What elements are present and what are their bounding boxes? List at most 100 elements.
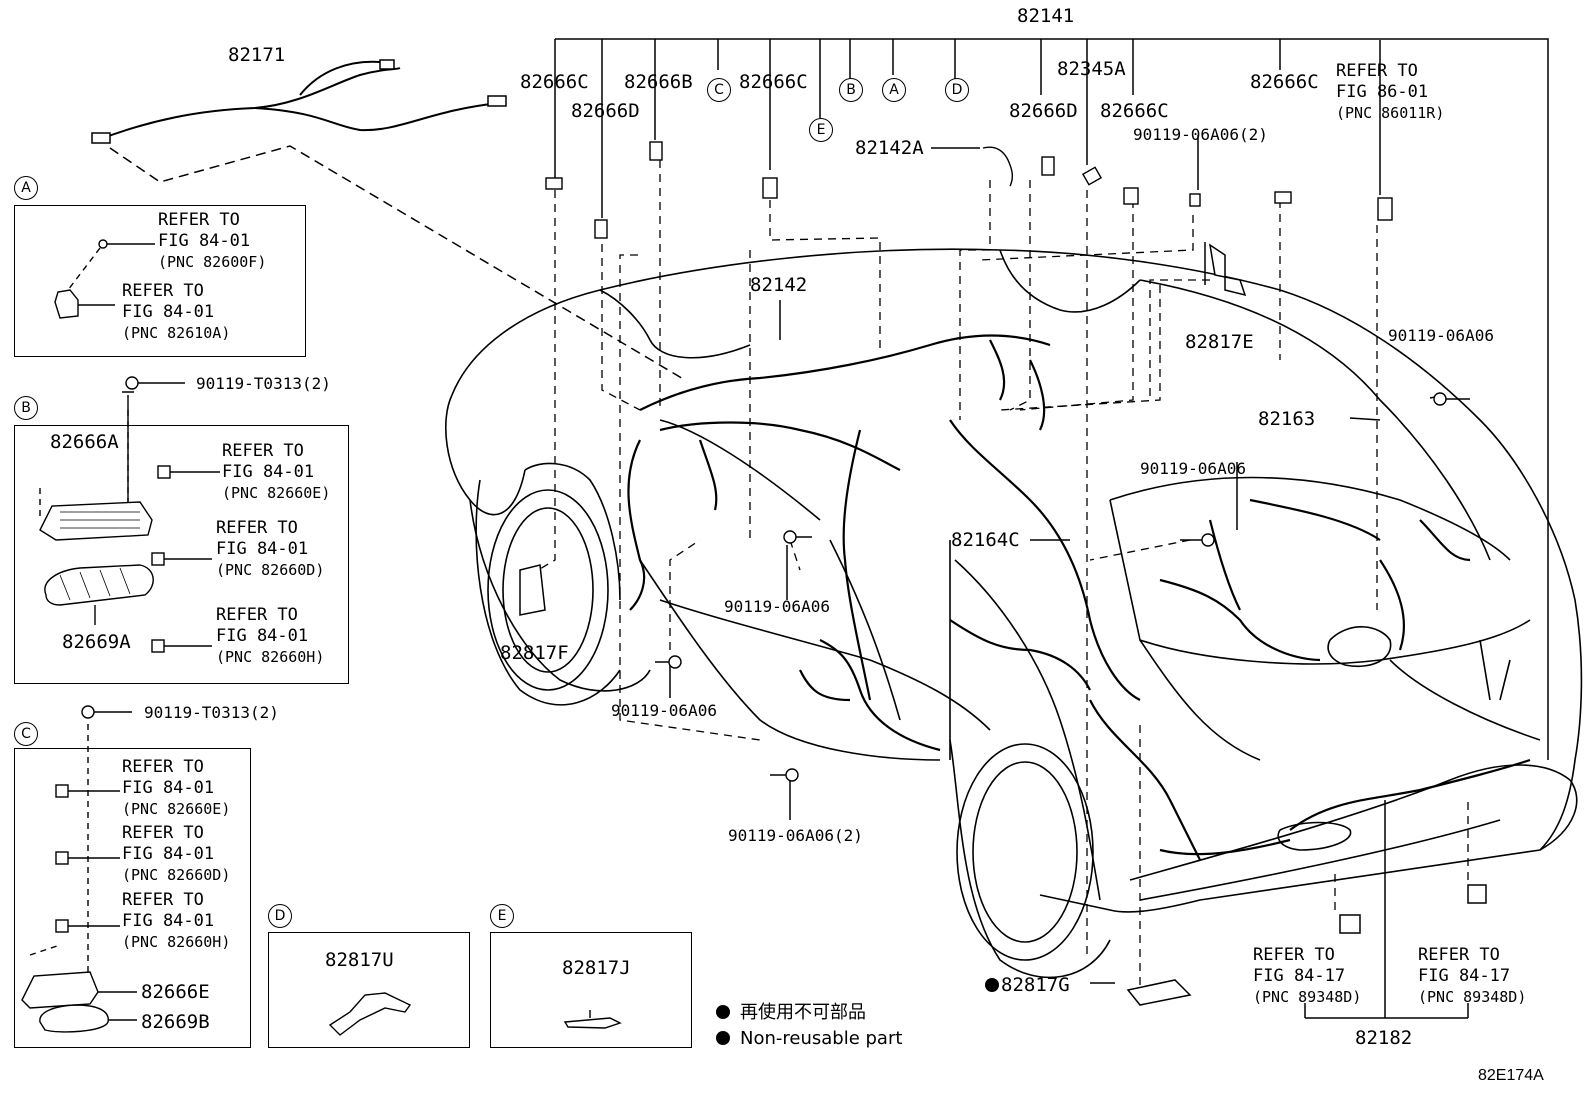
- harness-82171: [97, 60, 501, 141]
- refer-line2: FIG 84-01: [122, 302, 215, 322]
- refer-line1: REFER TO: [216, 518, 298, 538]
- label-90119-06A06-2b: 90119-06A06(2): [728, 826, 863, 845]
- label-82666D-2: 82666D: [1009, 100, 1078, 122]
- refer-line1: REFER TO: [1418, 945, 1500, 965]
- wire-harness-82141: [627, 334, 1471, 861]
- refer-line2: FIG 84-17: [1418, 966, 1511, 986]
- refer-fig-84-17-b: REFER TO FIG 84-17 (PNC 89348D): [1418, 945, 1526, 1008]
- refer-line1: REFER TO: [222, 441, 304, 461]
- legend-text-en: Non-reusable part: [740, 1028, 903, 1049]
- label-82345A: 82345A: [1057, 58, 1126, 80]
- legend: 再使用不可部品 Non-reusable part: [716, 1000, 902, 1052]
- box-b-ref-1: REFER TO FIG 84-01 (PNC 82660E): [222, 441, 330, 504]
- refer-line2: FIG 84-01: [158, 231, 251, 251]
- label-82141: 82141: [1017, 5, 1075, 27]
- label-90119-06A06-mid: 90119-06A06: [1140, 459, 1246, 478]
- refer-pnc: (PNC 86011R): [1336, 104, 1445, 122]
- refer-line2: FIG 84-17: [1253, 966, 1346, 986]
- label-82669A: 82669A: [62, 631, 131, 653]
- car-body-outline: [444, 248, 1583, 979]
- callout-tag-b: B: [839, 78, 863, 102]
- label-90119-06A06-2a: 90119-06A06(2): [1133, 125, 1268, 144]
- refer-pnc: (PNC 82660H): [122, 933, 231, 951]
- label-82666C-3: 82666C: [1100, 100, 1169, 122]
- refer-line2: FIG 84-01: [216, 539, 309, 559]
- refer-line1: REFER TO: [122, 823, 204, 843]
- pad-82817G: [1126, 979, 1192, 1006]
- label-82817F: 82817F: [500, 642, 569, 664]
- box-b-art: [39, 391, 220, 653]
- legend-text-jp: 再使用不可部品: [740, 1002, 866, 1023]
- label-82171: 82171: [228, 44, 286, 66]
- box-c-tag: C: [14, 722, 38, 746]
- label-90119-06A06-left: 90119-06A06: [611, 701, 717, 720]
- refer-line1: REFER TO: [122, 890, 204, 910]
- box-a-ref-2: REFER TO FIG 84-01 (PNC 82610A): [122, 281, 230, 344]
- refer-line1: REFER TO: [158, 210, 240, 230]
- detail-box-d: [268, 932, 470, 1048]
- box-b-ref-3: REFER TO FIG 84-01 (PNC 82660H): [216, 605, 324, 668]
- refer-line1: REFER TO: [122, 281, 204, 301]
- box-b-ref-2: REFER TO FIG 84-01 (PNC 82660D): [216, 518, 324, 581]
- refer-pnc: (PNC 89348D): [1253, 988, 1362, 1006]
- refer-line1: REFER TO: [1336, 61, 1418, 81]
- box-c-ref-2: REFER TO FIG 84-01 (PNC 82660D): [122, 823, 230, 886]
- label-82666A: 82666A: [50, 431, 119, 453]
- non-reusable-dot-icon: [985, 978, 999, 992]
- refer-line1: REFER TO: [216, 605, 298, 625]
- box-c-ref-1: REFER TO FIG 84-01 (PNC 82660E): [122, 757, 230, 820]
- box-e-tag: E: [490, 904, 514, 928]
- label-82163: 82163: [1258, 408, 1316, 430]
- diagram-code: 82E174A: [1478, 1067, 1544, 1084]
- refer-line2: FIG 84-01: [122, 844, 215, 864]
- box-a-art: [54, 239, 155, 319]
- box-e-art: [563, 1010, 622, 1029]
- callout-tag-e: E: [809, 118, 833, 142]
- label-82666B: 82666B: [624, 71, 693, 93]
- label-90119-06A06-right: 90119-06A06: [1388, 326, 1494, 345]
- label-82669B: 82669B: [141, 1011, 210, 1033]
- refer-fig-84-17-a: REFER TO FIG 84-17 (PNC 89348D): [1253, 945, 1361, 1008]
- bracket-82817F: [519, 564, 546, 616]
- detail-box-a: [14, 205, 306, 357]
- refer-pnc: (PNC 82660D): [216, 561, 325, 579]
- refer-pnc: (PNC 82660E): [122, 800, 231, 818]
- label-82666C-1: 82666C: [520, 71, 589, 93]
- box-c-ref-3: REFER TO FIG 84-01 (PNC 82660H): [122, 890, 230, 953]
- legend-item-en: Non-reusable part: [716, 1026, 902, 1052]
- refer-pnc: (PNC 82660H): [216, 648, 325, 666]
- refer-pnc: (PNC 82660E): [222, 484, 331, 502]
- detail-box-e: [490, 932, 692, 1048]
- refer-line1: REFER TO: [122, 757, 204, 777]
- box-b-tag: B: [14, 396, 38, 420]
- callout-tag-c: C: [707, 78, 731, 102]
- label-82817U: 82817U: [325, 949, 394, 971]
- label-90119-06A06-center: 90119-06A06: [724, 597, 830, 616]
- label-82142A: 82142A: [855, 137, 924, 159]
- box-d-tag: D: [268, 904, 292, 928]
- label-82666E: 82666E: [141, 981, 210, 1003]
- box-d-art: [328, 992, 412, 1036]
- box-a-tag: A: [14, 176, 38, 200]
- refer-line2: FIG 86-01: [1336, 82, 1429, 102]
- box-c-art: [21, 724, 137, 1033]
- refer-pnc: (PNC 89348D): [1418, 988, 1527, 1006]
- callout-tag-a: A: [882, 78, 906, 102]
- box-b-bolt-label: 90119-T0313(2): [196, 374, 331, 393]
- refer-line2: FIG 84-01: [222, 462, 315, 482]
- refer-pnc: (PNC 82600F): [158, 253, 267, 271]
- detail-box-c: [14, 748, 251, 1048]
- bracket-82817E: [1208, 243, 1247, 297]
- label-82817G: 82817G: [985, 975, 1070, 995]
- box-a-ref-1: REFER TO FIG 84-01 (PNC 82600F): [158, 210, 266, 273]
- label-82817J: 82817J: [562, 957, 631, 979]
- label-82817E: 82817E: [1185, 331, 1254, 353]
- refer-line2: FIG 84-01: [122, 778, 215, 798]
- label-82182: 82182: [1355, 1027, 1413, 1049]
- non-reusable-dot-icon: [716, 1005, 730, 1019]
- callout-tag-d: D: [945, 78, 969, 102]
- label-82142: 82142: [750, 274, 808, 296]
- refer-pnc: (PNC 82660D): [122, 866, 231, 884]
- refer-pnc: (PNC 82610A): [122, 324, 231, 342]
